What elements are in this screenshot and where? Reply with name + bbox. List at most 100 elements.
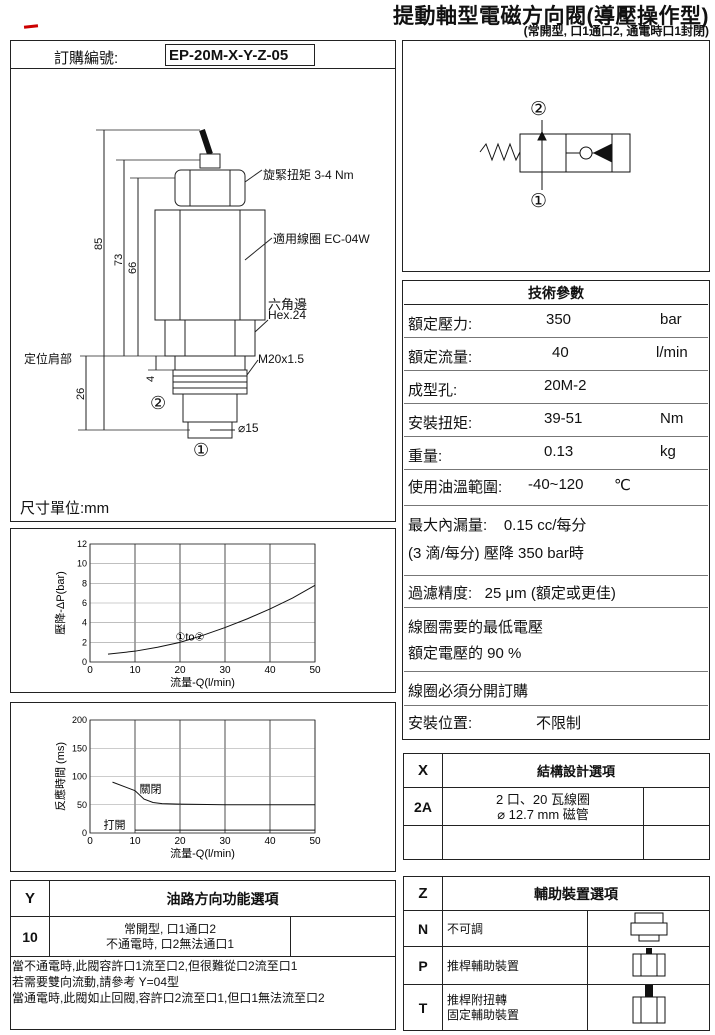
z-img-n bbox=[587, 910, 710, 947]
y-tick-label: 4 bbox=[82, 618, 87, 628]
y-option-table: Y 油路方向功能選項 10 常開型, 口1通口2 不通電時, 口2無法通口1 bbox=[10, 880, 396, 957]
x-tick-label: 0 bbox=[87, 836, 93, 847]
drawing-panel bbox=[10, 40, 396, 522]
z-col-title: 輔助裝置選項 bbox=[442, 876, 710, 911]
svg-text:73: 73 bbox=[113, 254, 125, 266]
z-desc-t-line1: 推桿附扭轉 bbox=[447, 992, 508, 1007]
x-col-title: 結構設計選項 bbox=[442, 753, 710, 788]
x-desc: 2 口、20 瓦線圈 ⌀ 12.7 mm 磁管 bbox=[442, 787, 644, 826]
order-code: EP-20M-X-Y-Z-05 bbox=[165, 44, 315, 66]
spec-cavity: 成型孔: 20M-2 bbox=[404, 371, 708, 404]
spec-mount: 安裝位置: 不限制 bbox=[408, 715, 582, 732]
chart-annotation: ①to② bbox=[176, 631, 205, 643]
y-tick-label: 50 bbox=[77, 800, 87, 810]
unit-note: 尺寸單位:mm bbox=[20, 500, 110, 517]
x-tick-label: 30 bbox=[219, 836, 231, 847]
specs-panel bbox=[402, 280, 710, 740]
torque-note: 旋緊扭矩 3-4 Nm bbox=[263, 168, 354, 182]
x-tick-label: 10 bbox=[129, 836, 141, 847]
symbol-port2: ② bbox=[530, 99, 548, 120]
chart-annotation: 打開 bbox=[104, 817, 126, 831]
y-tick-label: 200 bbox=[72, 715, 87, 725]
series-line-0 bbox=[112, 781, 315, 806]
z-desc-n: 不可調 bbox=[442, 910, 588, 947]
y-notes: 當不通電時,此閥容許口1流至口2,但很難從口2流至口1 若需要雙向流動,請參考 … bbox=[12, 958, 325, 1006]
y-col-header: Y bbox=[10, 880, 50, 917]
symbol-panel bbox=[402, 40, 710, 272]
y-tick-label: 0 bbox=[82, 657, 87, 667]
knob-icon bbox=[630, 912, 667, 942]
specs-heading: 技術參數 bbox=[404, 282, 708, 305]
z-option-table: Z 輔助裝置選項 N 不可調 P 推桿輔助裝置 T 推桿附扭轉 固定輔助裝置 bbox=[403, 876, 710, 1031]
page-subtitle: (常開型, 口1通口2, 通電時口1封閉) bbox=[523, 24, 709, 38]
spec-coil-voltage: 線圈需要的最低電壓 額定電壓的 90 % bbox=[404, 608, 708, 672]
spec-leak: 最大內漏量: 0.15 cc/每分 (3 滴/每分) 壓降 350 bar時 bbox=[404, 506, 708, 576]
x-desc-line2: ⌀ 12.7 mm 磁管 bbox=[497, 806, 589, 822]
z-col-header: Z bbox=[403, 876, 443, 911]
drawing-port2: ② bbox=[150, 393, 167, 413]
svg-text:4: 4 bbox=[145, 376, 157, 382]
y-note-3: 當通電時,此閥如止回閥,容許口2流至口1,但口1無法流至口2 bbox=[12, 991, 325, 1005]
y-code: 10 bbox=[10, 916, 50, 957]
plot-frame bbox=[89, 543, 316, 663]
y-col-title: 油路方向功能選項 bbox=[49, 880, 396, 917]
x-tick-label: 50 bbox=[309, 836, 321, 847]
z-code-t: T bbox=[403, 984, 443, 1031]
x-tick-label: 30 bbox=[219, 665, 231, 676]
x-empty-cell bbox=[643, 787, 710, 826]
spec-weight: 重量: 0.13 kg bbox=[404, 437, 708, 470]
y-tick-label: 12 bbox=[77, 539, 87, 549]
y-tick-label: 0 bbox=[82, 828, 87, 838]
z-code-n: N bbox=[403, 910, 443, 947]
y-note-2: 若需要雙向流動,請參考 Y=04型 bbox=[12, 975, 180, 989]
spec-temp: 使用油溫範圍: -40~120 ℃ bbox=[404, 470, 708, 506]
y-tick-label: 100 bbox=[72, 772, 87, 782]
x-option-table: X 結構設計選項 2A 2 口、20 瓦線圈 ⌀ 12.7 mm 磁管 bbox=[403, 753, 710, 860]
y-tick-label: 10 bbox=[77, 559, 87, 569]
z-desc-p: 推桿輔助裝置 bbox=[442, 946, 588, 985]
plot-frame bbox=[89, 719, 316, 834]
drawing-port1: ① bbox=[193, 440, 210, 460]
y-desc: 常開型, 口1通口2 不通電時, 口2無法通口1 bbox=[49, 916, 291, 957]
spec-rated-flow: 額定流量: 40 l/min bbox=[404, 338, 708, 371]
x-axis-label: 流量-Q(l/min) bbox=[170, 675, 235, 689]
y-tick-label: 6 bbox=[82, 598, 87, 608]
svg-text:66: 66 bbox=[127, 262, 139, 274]
z-code-p: P bbox=[403, 946, 443, 985]
y-tick-label: 8 bbox=[82, 578, 87, 588]
x-tick-label: 10 bbox=[129, 665, 141, 676]
push-pin-icon bbox=[632, 948, 665, 977]
hex-note-en: Hex.24 bbox=[268, 308, 307, 322]
spec-rated-pressure: 額定壓力: 350 bar bbox=[404, 305, 708, 338]
push-twist-icon bbox=[632, 985, 665, 1024]
y-desc-line1: 常開型, 口1通口2 bbox=[123, 921, 217, 936]
x-blank bbox=[643, 825, 710, 860]
z-desc-t: 推桿附扭轉 固定輔助裝置 bbox=[442, 984, 588, 1031]
x-tick-label: 40 bbox=[264, 665, 276, 676]
spec-torque: 安裝扭矩: 39-51 Nm bbox=[404, 404, 708, 437]
x-col-header: X bbox=[403, 753, 443, 788]
y-tick-label: 2 bbox=[82, 637, 87, 647]
x-tick-label: 20 bbox=[174, 836, 186, 847]
x-tick-label: 20 bbox=[174, 665, 186, 676]
pressure-drop-chart-panel bbox=[10, 528, 396, 693]
y-empty-cell bbox=[290, 916, 396, 957]
response-time-chart-panel bbox=[10, 702, 396, 872]
svg-text:26: 26 bbox=[75, 388, 87, 400]
valve-drawing: 85 73 66 26 4 bbox=[75, 129, 273, 439]
spec-filter: 過濾精度: 25 μm (額定或更佳) bbox=[404, 576, 708, 608]
spec-coil-order: 線圈必須分開訂購 bbox=[404, 672, 708, 706]
hex-note-cn: 六角邊 bbox=[268, 297, 308, 312]
chart-annotation: 關閉 bbox=[140, 782, 162, 795]
y-axis-label: 壓降-ΔP(bar) bbox=[53, 571, 67, 635]
hydraulic-symbol bbox=[479, 120, 631, 190]
x-blank bbox=[403, 825, 443, 860]
x-desc-line1: 2 口、20 瓦線圈 bbox=[496, 791, 590, 807]
shoulder-note: 定位肩部 bbox=[24, 352, 73, 366]
symbol-port1: ① bbox=[530, 191, 548, 212]
y-desc-line2: 不通電時, 口2無法通口1 bbox=[105, 936, 235, 951]
order-label: 訂購編號: bbox=[54, 50, 119, 67]
page-title: 提動軸型電磁方向閥(導壓操作型) bbox=[393, 5, 709, 28]
coil-note: 適用線圈 EC-04W bbox=[273, 232, 370, 246]
